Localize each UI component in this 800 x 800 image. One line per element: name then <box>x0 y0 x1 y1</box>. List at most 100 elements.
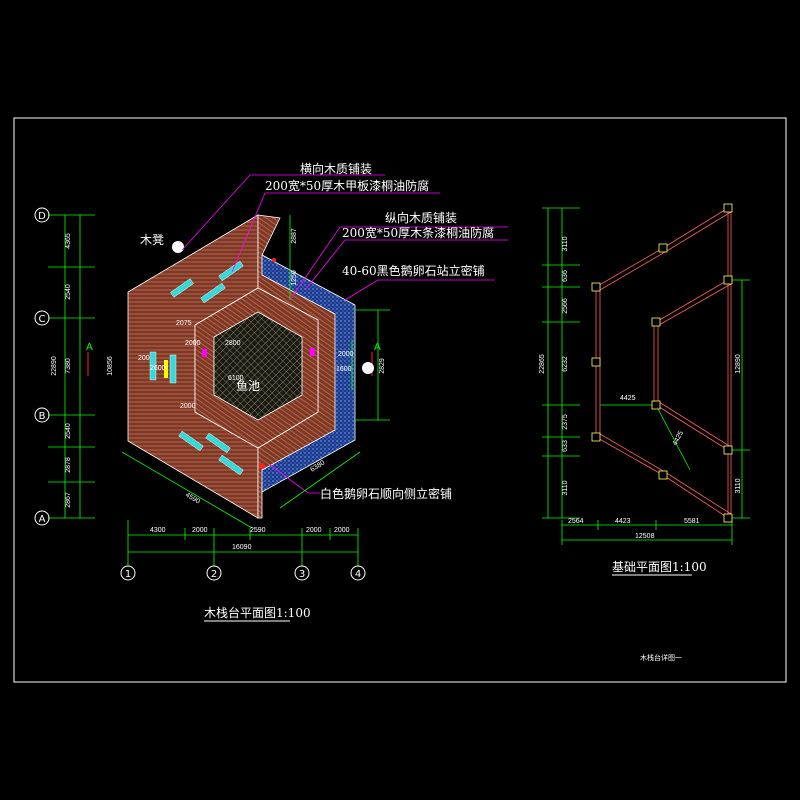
axis-bubble-A: A <box>34 510 50 526</box>
column-footings <box>591 203 733 523</box>
bench <box>200 282 226 304</box>
bench <box>149 351 157 381</box>
bench-callout-circle <box>172 241 184 253</box>
svg-text:2566: 2566 <box>562 298 569 314</box>
right-vertical-dim-labels: 3110 636 2566 6232 2375 633 3110 22865 1… <box>539 236 742 495</box>
svg-text:10856: 10856 <box>107 356 114 376</box>
svg-text:2564: 2564 <box>568 518 584 525</box>
left-plan-title: 木栈台平面图1:100 <box>204 605 311 622</box>
axis-bubble-2: 2 <box>206 565 222 581</box>
footing <box>658 470 668 480</box>
section-marker-right: A <box>362 342 381 376</box>
diag-dim-left: 4590 <box>184 492 201 506</box>
diagonal-dims <box>121 451 361 529</box>
axis-bubble-3: 3 <box>294 565 310 581</box>
svg-text:木栈台平面图1:100: 木栈台平面图1:100 <box>204 605 311 620</box>
svg-text:6232: 6232 <box>562 356 569 372</box>
section-marker-left: A <box>86 342 93 376</box>
left-bottom-dim-labels: 4300 2000 2590 2000 2000 16090 <box>150 527 350 551</box>
footing <box>723 513 733 523</box>
note-horizontal-wood-1: 横向木质铺装 <box>300 161 372 176</box>
foundation-inner-green <box>600 404 691 471</box>
svg-text:2887: 2887 <box>291 228 298 244</box>
bench <box>205 432 231 454</box>
note-vertical-wood-2: 200宽*50厚木条漆桐油防腐 <box>342 225 494 240</box>
axis-bubble-1: 1 <box>120 565 136 581</box>
left-bottom-dims <box>127 520 359 566</box>
marker-red <box>259 463 265 469</box>
svg-text:2829: 2829 <box>379 358 386 374</box>
pebble-border-band <box>261 254 356 493</box>
svg-text:1600: 1600 <box>336 366 352 373</box>
svg-text:12890: 12890 <box>735 354 742 374</box>
footing <box>591 357 601 367</box>
axis-bubble-C: C <box>34 310 50 326</box>
annotation-notes: 横向木质铺装 200宽*50厚木甲板漆桐油防腐 纵向木质铺装 200宽*50厚木… <box>140 161 494 501</box>
right-plan-title: 基础平面图1:100 <box>612 560 707 576</box>
svg-text:3: 3 <box>299 569 305 580</box>
svg-text:2000: 2000 <box>334 527 350 534</box>
svg-text:A: A <box>39 514 46 525</box>
right-dim-lines <box>542 207 750 545</box>
svg-text:633: 633 <box>562 440 569 452</box>
footing <box>723 203 733 213</box>
svg-text:200: 200 <box>138 355 150 362</box>
leader-lines <box>181 174 508 494</box>
note-black-pebble: 40-60黑色鹅卵石站立密铺 <box>342 263 485 278</box>
svg-text:4: 4 <box>355 569 361 580</box>
svg-text:22890: 22890 <box>51 356 58 376</box>
bench <box>218 260 244 282</box>
axis-bubble-D: D <box>34 207 50 223</box>
svg-text:6100: 6100 <box>228 375 244 382</box>
bench <box>170 278 194 298</box>
svg-text:2600: 2600 <box>150 365 166 372</box>
svg-text:636: 636 <box>562 270 569 282</box>
svg-text:2590: 2590 <box>250 527 266 534</box>
footing <box>658 243 668 253</box>
drawing-frame <box>13 117 787 683</box>
svg-text:2867: 2867 <box>65 492 72 508</box>
axis-bubble-4: 4 <box>350 565 366 581</box>
svg-text:4423: 4423 <box>615 518 631 525</box>
left-inner-dim-labels: 2800 2000 6100 2000 2600 200 2075 <box>138 320 244 410</box>
marker-yellow <box>164 360 168 378</box>
footing <box>591 282 601 292</box>
svg-text:A: A <box>86 342 93 353</box>
footing <box>651 317 661 327</box>
svg-text:B: B <box>39 411 46 422</box>
wood-deck-plan: A A <box>48 174 508 566</box>
svg-text:A: A <box>374 342 381 353</box>
bench <box>178 430 204 452</box>
svg-text:4425: 4425 <box>672 430 686 447</box>
svg-text:3110: 3110 <box>562 236 569 251</box>
bench <box>169 354 177 384</box>
svg-text:5581: 5581 <box>684 518 700 525</box>
footing <box>723 275 733 285</box>
sheet-label: 木栈台详图一 <box>640 653 682 662</box>
bench <box>218 454 244 476</box>
note-pool: 鱼池 <box>236 379 260 393</box>
axis-bubble-B: B <box>34 407 50 423</box>
right-bottom-dim-labels: 2564 4423 5581 12508 4425 4425 <box>568 395 700 540</box>
svg-text:2000: 2000 <box>306 527 322 534</box>
benches <box>149 260 244 476</box>
svg-text:2540: 2540 <box>65 284 72 300</box>
svg-text:1250: 1250 <box>291 270 298 286</box>
axis-bubbles-cols: 1 2 3 4 <box>120 565 366 581</box>
fish-pool <box>213 311 303 421</box>
left-vertical-dim-labels: 4365 2540 7380 2540 2878 2867 22890 1085… <box>51 233 114 508</box>
svg-text:2000: 2000 <box>185 340 201 347</box>
svg-text:2000: 2000 <box>338 351 354 358</box>
note-vertical-wood-1: 纵向木质铺装 <box>385 210 457 225</box>
svg-text:2800: 2800 <box>225 340 241 347</box>
left-dim-ticks <box>48 214 95 519</box>
left-right-dim-labels: 2887 1250 2000 1600 2829 <box>291 228 386 374</box>
svg-text:D: D <box>38 211 46 222</box>
note-horizontal-wood-2: 200宽*50厚木甲板漆桐油防腐 <box>265 178 429 193</box>
left-plan-right-dims <box>289 215 390 421</box>
svg-text:2075: 2075 <box>176 320 192 327</box>
marker-red <box>272 258 276 262</box>
svg-text:2000: 2000 <box>192 527 208 534</box>
svg-text:4425: 4425 <box>620 395 636 402</box>
